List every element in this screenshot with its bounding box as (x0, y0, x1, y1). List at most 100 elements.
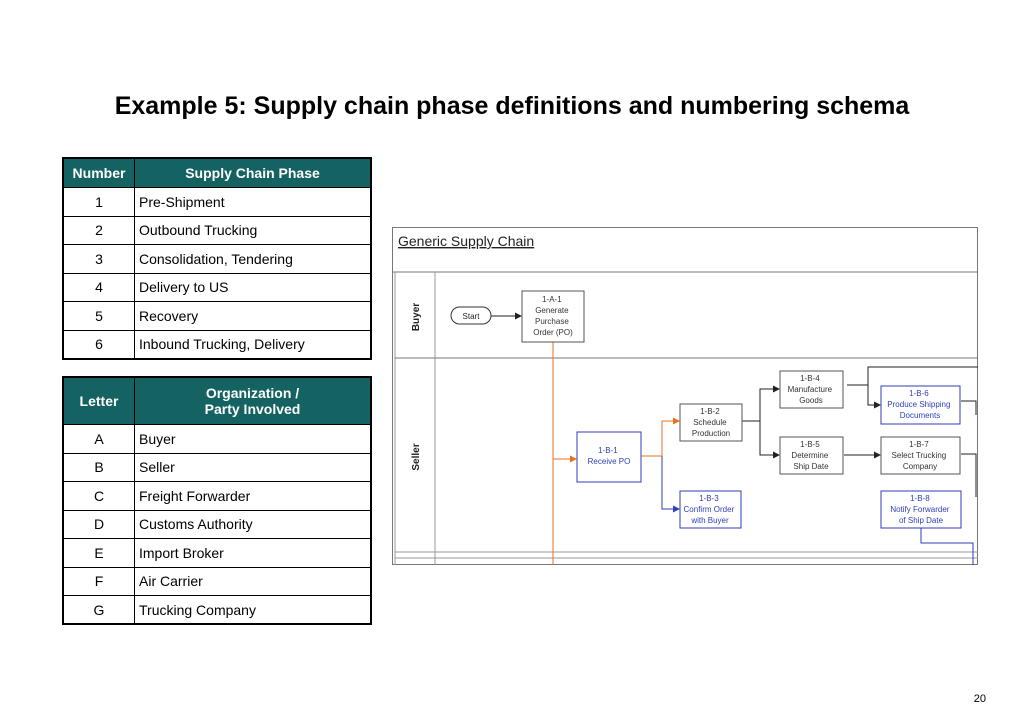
column-header-phase: Supply Chain Phase (134, 157, 372, 188)
lane-label-seller: Seller (411, 443, 422, 470)
cell-number: 1 (62, 187, 135, 217)
cell-letter: A (62, 424, 135, 454)
cell-phase: Inbound Trucking, Delivery (134, 329, 372, 359)
svg-text:1-B-1 Receive PO: 1-B-1 Receive PO (588, 446, 631, 466)
box-1b4-id: 1-B-4 (800, 374, 820, 383)
cell-organization: Air Carrier (134, 566, 372, 596)
box-1b3-line1: Confirm Order (684, 505, 735, 514)
supply-chain-diagram: Generic Supply Chain Buyer Seller Start … (392, 227, 979, 570)
box-1b3-line2: with Buyer (690, 516, 729, 525)
svg-text:1-B-8 Notify Forwarder: 1-B-8 Notify Forwarder of Ship Date (890, 494, 951, 525)
flowchart-svg: Generic Supply Chain Buyer Seller Start … (392, 227, 978, 565)
svg-text:1-B-7 Select Trucking: 1-B-7 Select Trucking Company (892, 440, 949, 471)
header-line-2: Party Involved (204, 401, 301, 417)
cell-number: 2 (62, 215, 135, 245)
box-1b8-line1: Notify Forwarder (890, 505, 949, 514)
process-box-1b6: 1-B-6 Produce Shipping Documents (880, 385, 961, 425)
cell-letter: F (62, 566, 135, 596)
box-1b6-id: 1-B-6 (909, 389, 929, 398)
cell-phase: Recovery (134, 301, 372, 331)
cell-organization: Customs Authority (134, 509, 372, 539)
connector-1b8-exit (920, 528, 974, 565)
box-1b8-id: 1-B-8 (910, 494, 930, 503)
cell-phase: Outbound Trucking (134, 215, 372, 245)
process-box-1b2: 1-B-2 Schedule Production (679, 403, 743, 442)
box-1a1-id: 1-A-1 (542, 295, 562, 304)
connector-1b4-exit (867, 366, 978, 385)
cell-letter: C (62, 481, 135, 511)
box-1b5-line1: Determine (791, 451, 828, 460)
cell-letter: D (62, 509, 135, 539)
table-header-row: Number Supply Chain Phase (62, 157, 372, 188)
page-number: 20 (973, 693, 986, 705)
cell-organization: Trucking Company (134, 595, 372, 625)
cell-phase: Pre-Shipment (134, 187, 372, 217)
cell-organization: Import Broker (134, 538, 372, 568)
cell-phase: Delivery to US (134, 272, 372, 302)
process-box-1b1: 1-B-1 Receive PO (576, 431, 642, 483)
box-1b2-id: 1-B-2 (700, 407, 720, 416)
box-1b8-line2: of Ship Date (899, 516, 944, 525)
cell-letter: E (62, 538, 135, 568)
box-1b5-id: 1-B-5 (800, 440, 820, 449)
svg-text:1-A-1 Generate Pur: 1-A-1 Generate Purchase Order (PO) (533, 295, 573, 337)
box-1b2-line2: Production (692, 429, 730, 438)
box-1b1-id: 1-B-1 (598, 446, 618, 455)
process-box-1b7: 1-B-7 Select Trucking Company (880, 436, 961, 475)
column-header-letter: Letter (62, 376, 135, 425)
cell-letter: B (62, 452, 135, 482)
header-line-1: Organization / (205, 385, 300, 401)
cell-number: 4 (62, 272, 135, 302)
box-1b4-line2: Goods (799, 396, 823, 405)
box-1b6-line2: Documents (900, 411, 940, 420)
box-1b7-line1: Select Trucking (892, 451, 947, 460)
diagram-title: Generic Supply Chain (398, 233, 534, 249)
cell-number: 5 (62, 301, 135, 331)
lane-label-buyer: Buyer (411, 303, 422, 331)
connector-1b1-to-1b2 (641, 417, 680, 457)
connector-1b6-exit (961, 400, 977, 415)
process-box-1a1: 1-A-1 Generate Purchase Order (PO) (521, 290, 585, 343)
box-1b7-line2: Company (903, 462, 937, 471)
cell-organization: Buyer (134, 424, 372, 454)
svg-text:1-B-4 Manufacture: 1-B-4 Manufacture Goods (788, 374, 835, 405)
svg-text:1-B-2 Schedule Pro: 1-B-2 Schedule Production (692, 407, 730, 438)
connector-1b7-exit (961, 453, 977, 497)
connector-1b2-to-1b5 (759, 421, 780, 459)
column-header-organization: Organization /Party Involved (134, 376, 372, 425)
box-1b1-line1: Receive PO (588, 457, 631, 466)
box-1a1-line2: Purchase (535, 317, 569, 326)
cell-phase: Consolidation, Tendering (134, 244, 372, 274)
box-1a1-line3: Order (PO) (533, 328, 573, 337)
cell-letter: G (62, 595, 135, 625)
box-1b2-line1: Schedule (693, 418, 727, 427)
svg-text:1-B-3 Confirm Order: 1-B-3 Confirm Order with Buyer (684, 494, 737, 525)
cell-organization: Seller (134, 452, 372, 482)
box-1b7-id: 1-B-7 (909, 440, 929, 449)
cell-number: 3 (62, 244, 135, 274)
svg-text:1-B-5 Determine Sh: 1-B-5 Determine Ship Date (791, 440, 830, 471)
cell-organization: Freight Forwarder (134, 481, 372, 511)
process-box-1b8: 1-B-8 Notify Forwarder of Ship Date (880, 490, 962, 529)
box-1b4-line1: Manufacture (788, 385, 833, 394)
connector-1b4-to-1b6 (847, 384, 881, 409)
connector-1b1-to-1b3 (661, 456, 680, 513)
process-box-1b3: 1-B-3 Confirm Order with Buyer (679, 490, 742, 529)
start-label: Start (463, 312, 481, 321)
column-header-number: Number (62, 157, 135, 188)
process-box-1b5: 1-B-5 Determine Ship Date (779, 436, 844, 475)
